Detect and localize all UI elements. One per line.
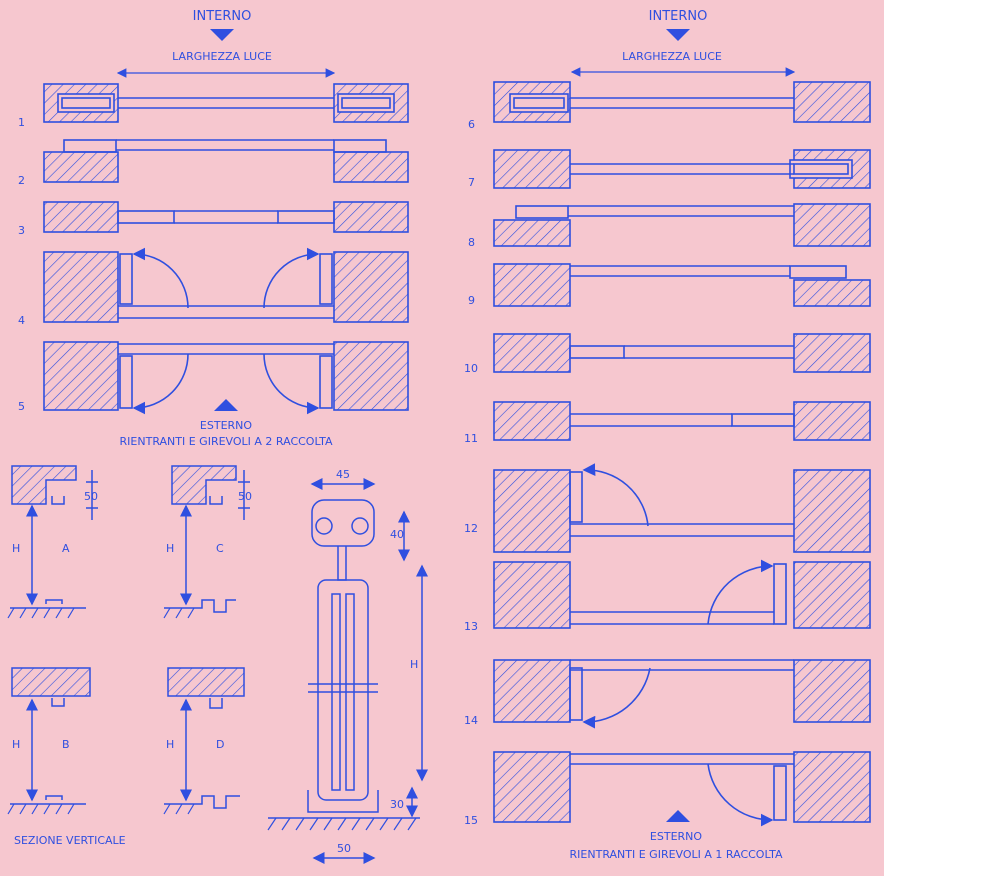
row-number-3: 3 [18,224,25,237]
door-row-11 [493,401,871,441]
right-interno-arrow [666,29,690,41]
row-number-10: 10 [464,362,478,375]
section-b-letter: B [62,738,70,751]
section-d-letter: D [216,738,224,751]
row-number-2: 2 [18,174,25,187]
trolley-base-height: 30 [390,798,404,811]
left-esterno-label: ESTERNO [200,419,252,432]
door-row-14 [493,659,871,729]
right-width-label: LARGHEZZA LUCE [622,50,722,63]
section-d-height-label: H [166,738,174,751]
section-c-letter: C [216,542,224,555]
door-row-10 [493,333,871,373]
trolley-base-width: 50 [337,842,351,855]
left-esterno-arrow [214,399,238,411]
left-interno-arrow [210,29,234,41]
door-row-6 [493,81,871,123]
door-row-1 [43,83,409,123]
row-number-4: 4 [18,314,25,327]
section-c-rail-dimension: 50 [238,490,252,503]
right-interno-label: INTERNO [649,9,708,24]
door-row-2 [43,139,409,183]
section-a-rail-dimension: 50 [84,490,98,503]
left-caption: RIENTRANTI E GIREVOLI A 2 RACCOLTA [120,435,333,448]
row-number-14: 14 [464,714,478,727]
door-row-12 [493,463,871,553]
section-d [164,667,245,809]
door-row-8 [493,203,871,247]
section-a-height-label: H [12,542,20,555]
door-row-15 [493,751,871,827]
trolley-height-label: H [410,658,418,671]
row-number-15: 15 [464,814,478,827]
paper-background [0,0,884,876]
row-number-1: 1 [18,116,25,129]
section-c-height-label: H [166,542,174,555]
trolley-top-width: 45 [336,468,350,481]
right-esterno-arrow [666,810,690,822]
left-width-label: LARGHEZZA LUCE [172,50,272,63]
section-b [10,667,91,805]
trolley-section [268,478,428,864]
vertical-section-caption: SEZIONE VERTICALE [14,834,126,847]
right-caption: RIENTRANTI E GIREVOLI A 1 RACCOLTA [570,848,783,861]
row-number-5: 5 [18,400,25,413]
section-c [164,465,250,613]
door-row-13 [493,559,871,629]
row-number-9: 9 [468,294,475,307]
right-esterno-label: ESTERNO [650,830,702,843]
door-row-9 [493,263,871,307]
door-row-3 [43,201,409,233]
left-interno-label: INTERNO [193,9,252,24]
row-number-11: 11 [464,432,478,445]
row-number-6: 6 [468,118,475,131]
section-a [10,465,98,609]
trolley-head-height: 40 [390,528,404,541]
door-row-7 [493,149,871,189]
door-row-4 [43,247,409,323]
row-number-13: 13 [464,620,478,633]
row-number-12: 12 [464,522,478,535]
door-row-5 [43,341,409,415]
row-number-8: 8 [468,236,475,249]
section-a-letter: A [62,542,70,555]
section-b-height-label: H [12,738,20,751]
row-number-7: 7 [468,176,475,189]
